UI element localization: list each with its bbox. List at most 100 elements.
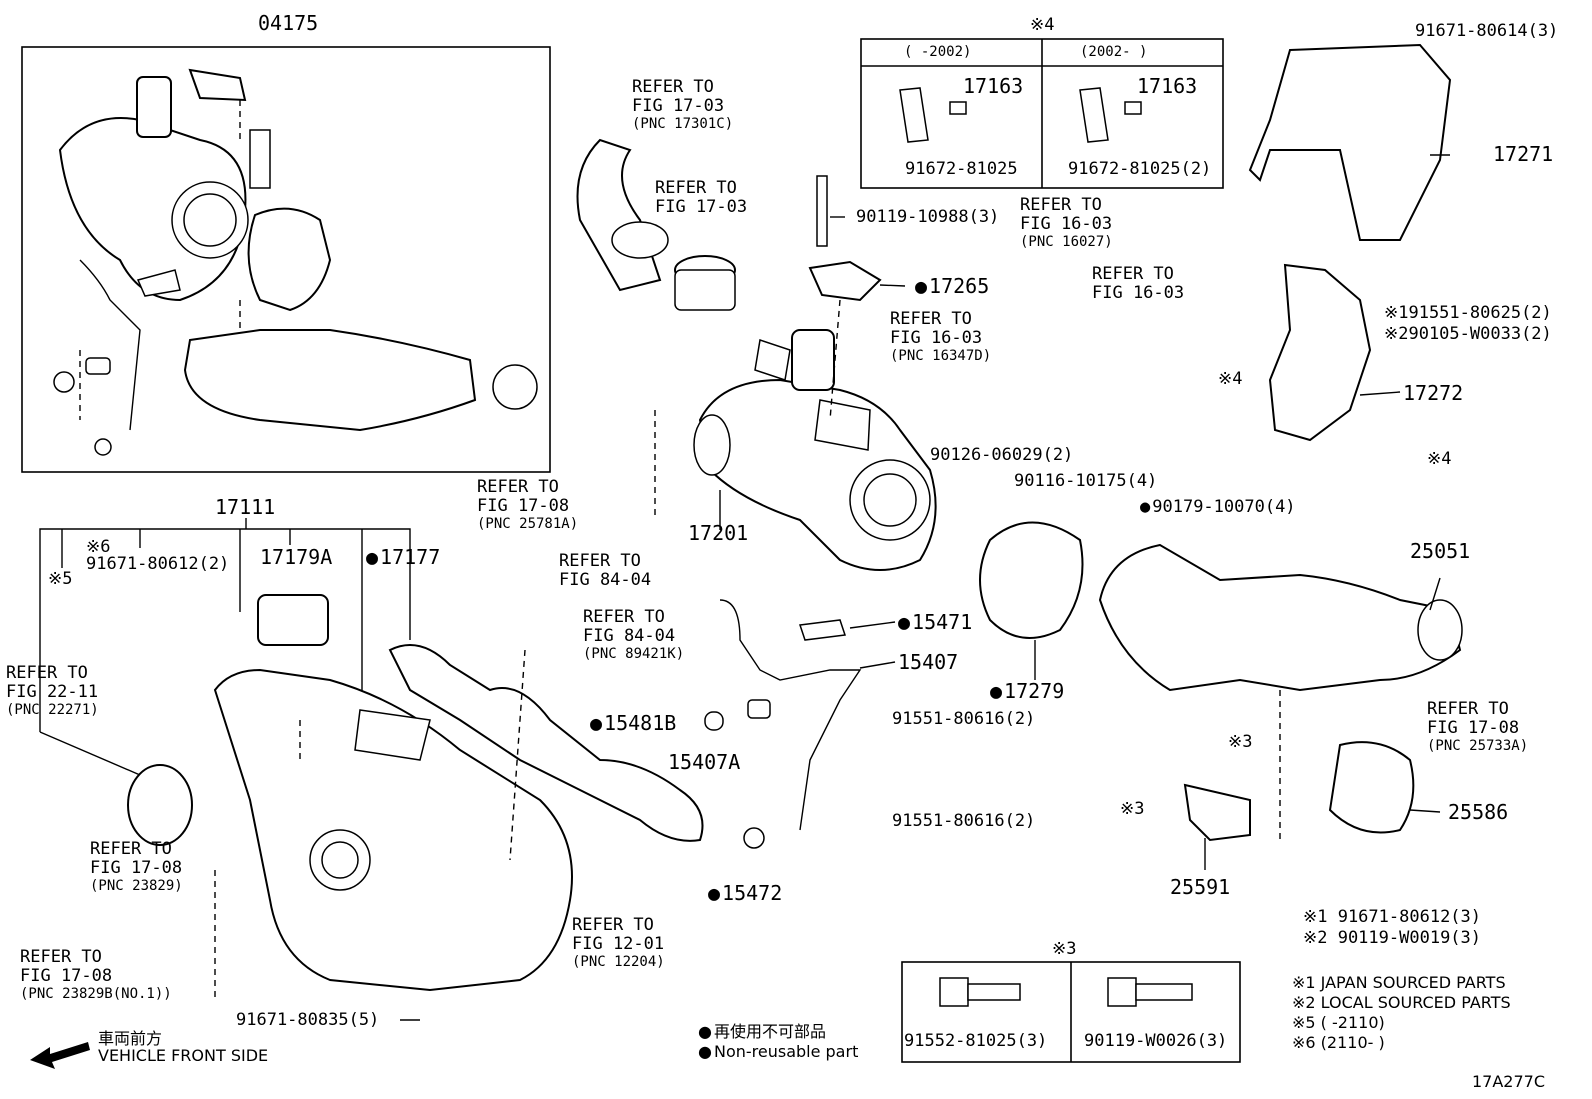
legend-nonreusable-jp: 再使用不可部品 — [698, 1018, 826, 1042]
note-mark-6: ※6 — [86, 537, 111, 557]
bracket-25586 — [1328, 741, 1415, 834]
refer-line: FIG 17-08 — [1427, 718, 1520, 738]
bolt-label-90126-06029: 90126-06029(2) — [930, 445, 1074, 465]
refer-line: REFER TO — [632, 77, 714, 97]
front-label-en: VEHICLE FRONT SIDE — [98, 1046, 269, 1065]
oil-pipe-15407 — [719, 599, 862, 831]
refer-line: REFER TO — [890, 309, 972, 329]
legend-nonreusable-en: Non-reusable part — [698, 1042, 858, 1061]
refer-line: FIG 17-08 — [477, 496, 570, 516]
catalytic-converter-25051 — [1098, 543, 1462, 692]
refer-pnc: (PNC 23829B(NO.1)) — [20, 986, 172, 1002]
refer-pnc: (PNC 17301C) — [632, 116, 734, 132]
bolt-label-91551-80616-b: 91551-80616(2) — [892, 811, 1036, 831]
part-label-15407A: 15407A — [668, 750, 741, 774]
refer-block-fig-17-03: REFER TO FIG 17-03 — [655, 179, 747, 217]
refer-block-12204: REFER TO FIG 12-01 (PNC 12204) — [572, 915, 665, 971]
intake-hose — [576, 138, 736, 311]
refer-line: FIG 16-03 — [1020, 214, 1113, 234]
box4-col1-part: 17163 — [963, 74, 1024, 98]
box4-col2-bolt: 91672-81025(2) — [1068, 159, 1212, 179]
refer-line: REFER TO — [20, 947, 102, 967]
part-label-17177: 17177 — [366, 546, 440, 568]
note-local-sourced: ※2 LOCAL SOURCED PARTS — [1292, 993, 1511, 1012]
note-mark6-range: ※6 (2110- ) — [1292, 1033, 1385, 1052]
inset-box-04175 — [21, 46, 551, 473]
bolt-label-90119-W0019: ※2 90119-W0019(3) — [1303, 928, 1482, 948]
refer-line: FIG 84-04 — [583, 626, 676, 646]
part-label-17111: 17111 — [215, 495, 276, 519]
insulator-17272 — [1268, 263, 1372, 442]
part-label-17201: 17201 — [688, 521, 749, 545]
refer-line: FIG 17-03 — [632, 96, 725, 116]
bolt-label-91671-80835: 91671-80835(5) — [236, 1010, 380, 1030]
note-mark-5: ※5 — [48, 569, 73, 589]
bracket-25591 — [1183, 783, 1251, 842]
box3-col1-bolt: 91552-81025(3) — [904, 1031, 1048, 1051]
box4-col2-header: (2002- ) — [1080, 44, 1148, 60]
refer-pnc: (PNC 16347D) — [890, 348, 992, 364]
refer-line: REFER TO — [559, 551, 641, 571]
refer-block-fig-84-04: REFER TO FIG 84-04 — [559, 552, 651, 590]
refer-line: FIG 12-01 — [572, 934, 665, 954]
refer-block-23829B: REFER TO FIG 17-08 (PNC 23829B(NO.1)) — [20, 947, 172, 1003]
part-label-17179A: 17179A — [260, 545, 333, 569]
refer-pnc: (PNC 12204) — [572, 954, 665, 970]
refer-pnc: (PNC 89421K) — [583, 646, 685, 662]
refer-line: FIG 16-03 — [1092, 283, 1185, 303]
refer-block-25733A: REFER TO FIG 17-08 (PNC 25733A) — [1427, 699, 1529, 755]
refer-line: FIG 17-03 — [655, 197, 748, 217]
bolt-label-90179-10070: 90179-10070(4) — [1140, 498, 1295, 517]
refer-line: REFER TO — [655, 178, 737, 198]
box3-col2-bolt: 90119-W0026(3) — [1084, 1031, 1228, 1051]
figure-code: 17A277C — [1472, 1072, 1546, 1091]
box4-bracket-drawings — [899, 87, 1142, 143]
refer-line: REFER TO — [1020, 195, 1102, 215]
note-mark5-range: ※5 ( -2110) — [1292, 1013, 1385, 1032]
part-label-15407: 15407 — [898, 650, 959, 674]
part-label-17279: 17279 — [990, 680, 1064, 702]
note-mark-3b: ※3 — [1120, 799, 1145, 819]
bolt-label-91551-80616-a: 91551-80616(2) — [892, 709, 1036, 729]
refer-pnc: (PNC 25733A) — [1427, 738, 1529, 754]
refer-line: FIG 17-08 — [20, 966, 113, 986]
turbocharger-17201 — [693, 329, 937, 571]
box3-title: ※3 — [1052, 939, 1077, 959]
refer-block-23829: REFER TO FIG 17-08 (PNC 23829) — [90, 840, 183, 895]
part-label-17271: 17271 — [1493, 142, 1554, 166]
refer-block-16347D: REFER TO FIG 16-03 (PNC 16347D) — [890, 309, 992, 365]
bolt-label-91671-80612-3: ※1 91671-80612(3) — [1303, 907, 1482, 927]
bolt-label-90119-10988: 90119-10988(3) — [856, 207, 1000, 227]
bolt-label-91551-80625: ※191551-80625(2) — [1384, 303, 1552, 323]
vehicle-front-arrow-icon — [30, 1042, 90, 1069]
bolt-label-91671-80612-2: 91671-80612(2) — [86, 554, 230, 574]
refer-pnc: (PNC 16027) — [1020, 234, 1113, 250]
refer-block-89421K: REFER TO FIG 84-04 (PNC 89421K) — [583, 607, 685, 663]
refer-line: REFER TO — [1427, 699, 1509, 719]
refer-line: REFER TO — [1092, 264, 1174, 284]
note-japan-sourced: ※1 JAPAN SOURCED PARTS — [1292, 973, 1506, 992]
refer-line: REFER TO — [572, 915, 654, 935]
refer-line: FIG 84-04 — [559, 570, 652, 590]
refer-pnc: (PNC 25781A) — [477, 516, 579, 532]
bolt-label-90105-W0033: ※290105-W0033(2) — [1384, 324, 1552, 344]
refer-line: FIG 17-08 — [90, 858, 183, 878]
note-mark-3a: ※3 — [1228, 732, 1253, 752]
note-mark-4b: ※4 — [1427, 449, 1452, 469]
inset-turbo-assembly — [53, 68, 538, 456]
part-label-17272: 17272 — [1403, 381, 1464, 405]
front-label-jp: 車両前方 — [98, 1029, 163, 1048]
bolt-label-90116-10175: 90116-10175(4) — [1014, 471, 1158, 491]
refer-line: REFER TO — [583, 607, 665, 627]
note-mark-4a: ※4 — [1218, 369, 1243, 389]
box4-col2-part: 17163 — [1137, 74, 1198, 98]
refer-line: REFER TO — [6, 663, 88, 683]
insulator-17271 — [1248, 43, 1452, 241]
part-label-15481B: 15481B — [590, 712, 676, 734]
gasket-ring-left — [127, 764, 193, 846]
bolt-label-91671-80614: 91671-80614(3) — [1415, 21, 1559, 41]
refer-block-25781A: REFER TO FIG 17-08 (PNC 25781A) — [477, 477, 579, 533]
gasket-17265 — [808, 260, 882, 302]
gasket-17177 — [388, 644, 704, 842]
refer-line: REFER TO — [477, 477, 559, 497]
